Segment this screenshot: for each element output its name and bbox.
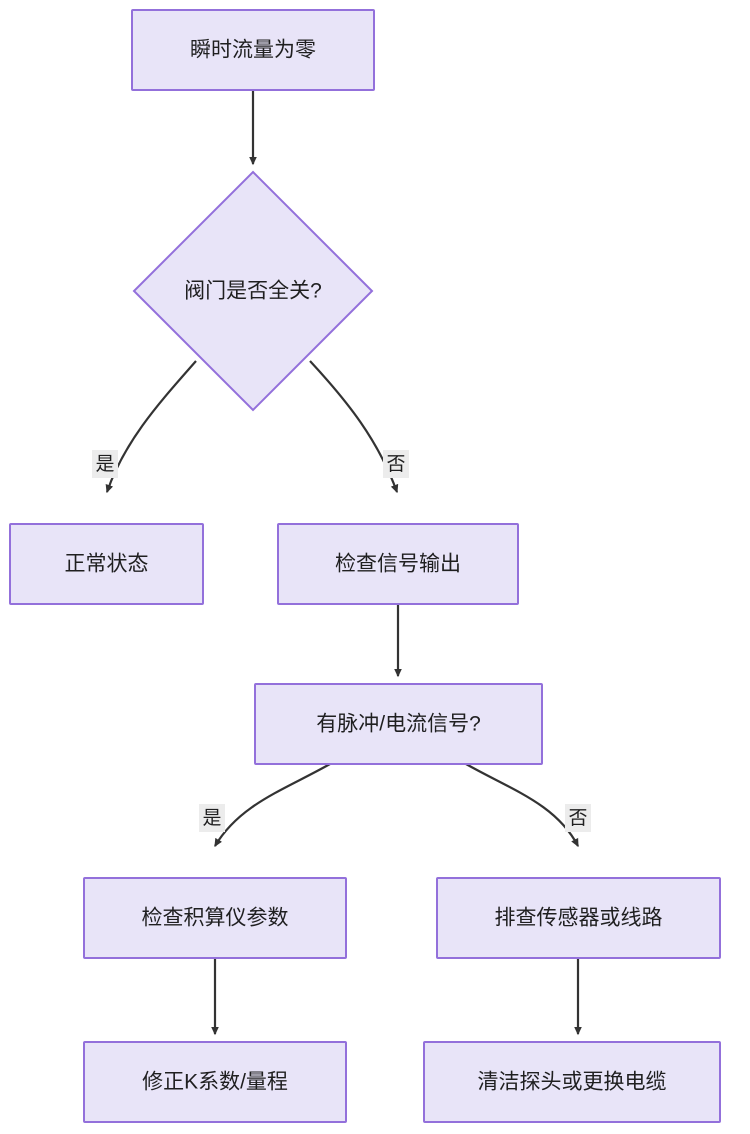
edge-label-n5-to-n7: 否 <box>565 804 591 832</box>
edge-n5-to-n6 <box>214 763 331 848</box>
node-shape-rect <box>436 877 721 959</box>
node-shape-rect <box>277 523 519 605</box>
node-shape-rect <box>254 683 543 765</box>
edge-n5-to-n7 <box>465 763 579 848</box>
node-label: 检查信号输出 <box>335 553 461 576</box>
edge-label-text: 否 <box>568 808 587 829</box>
node-shape-rect <box>9 523 204 605</box>
edge-label-text: 否 <box>386 454 405 475</box>
edge-label-background <box>383 450 409 478</box>
edge-label-background <box>565 804 591 832</box>
edge-label-n2-to-n3: 是 <box>92 450 118 478</box>
node-n7[interactable]: 排查传感器或线路 <box>436 877 721 959</box>
node-label: 有脉冲/电流信号? <box>316 713 481 736</box>
node-label: 修正K系数/量程 <box>142 1071 288 1094</box>
edge-n2-to-n3 <box>105 360 197 494</box>
edge-label-text: 是 <box>202 808 221 829</box>
node-shape-diamond <box>132 170 374 412</box>
node-label: 排查传感器或线路 <box>495 907 663 930</box>
node-shape-rect <box>131 9 375 91</box>
node-label: 瞬时流量为零 <box>190 39 316 62</box>
edge-label-n5-to-n6: 是 <box>199 804 225 832</box>
node-shape-rect <box>83 877 347 959</box>
edge-label-background <box>92 450 118 478</box>
node-n2[interactable]: 阀门是否全关? <box>132 170 374 412</box>
node-n5[interactable]: 有脉冲/电流信号? <box>254 683 543 765</box>
node-label: 检查积算仪参数 <box>142 907 289 930</box>
edge-label-text: 是 <box>95 454 114 475</box>
node-shape-rect <box>83 1041 347 1123</box>
node-label: 正常状态 <box>65 553 149 576</box>
node-shape-rect <box>423 1041 721 1123</box>
edge-labels-layer: 是否是否 <box>92 450 591 832</box>
node-label: 阀门是否全关? <box>184 280 322 303</box>
edge-label-n2-to-n4: 否 <box>383 450 409 478</box>
node-n8[interactable]: 修正K系数/量程 <box>83 1041 347 1123</box>
node-n9[interactable]: 清洁探头或更换电缆 <box>423 1041 721 1123</box>
node-n4[interactable]: 检查信号输出 <box>277 523 519 605</box>
node-n3[interactable]: 正常状态 <box>9 523 204 605</box>
edge-label-background <box>199 804 225 832</box>
node-n6[interactable]: 检查积算仪参数 <box>83 877 347 959</box>
node-n1[interactable]: 瞬时流量为零 <box>131 9 375 91</box>
node-label: 清洁探头或更换电缆 <box>478 1071 667 1094</box>
